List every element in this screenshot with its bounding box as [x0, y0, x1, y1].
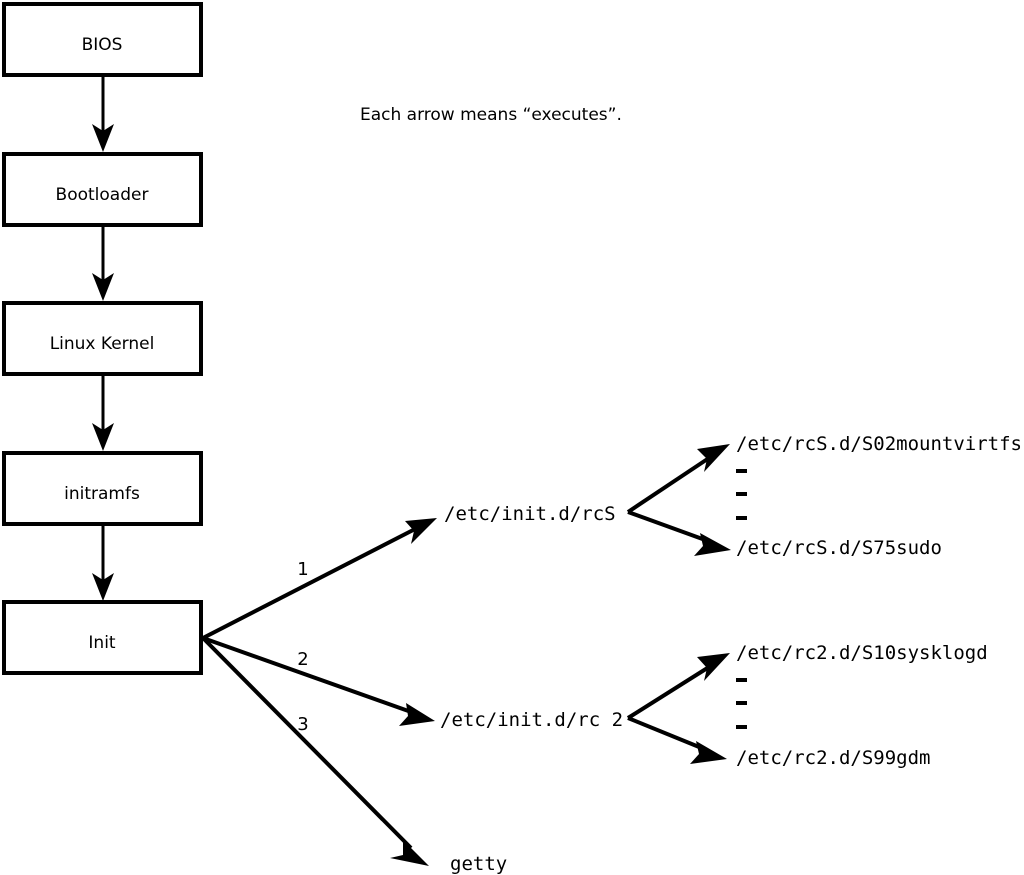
node-kernel-rect [2, 301, 203, 376]
node-kernel-label: Linux Kernel [50, 334, 155, 354]
rc2-arrow-last [627, 716, 727, 764]
label-rc2-last-script[interactable]: /etc/rc2.d/S99gdm [736, 747, 930, 769]
label-rcs-first-script[interactable]: /etc/rcS.d/S02mountvirtfs [736, 433, 1022, 455]
branch-2-number: 2 [297, 649, 308, 670]
arrow-bios-to-bootloader [92, 76, 114, 152]
branch-2-arrow [202, 636, 435, 726]
node-init[interactable]: Init [2, 600, 203, 675]
rcs-ellipsis-dash-1 [736, 469, 747, 473]
rc2-ellipsis-dash-1 [736, 678, 747, 682]
arrow-bootloader-to-kernel [92, 226, 114, 301]
node-kernel[interactable]: Linux Kernel [2, 301, 203, 376]
rc2-ellipsis-dash-3 [736, 725, 747, 729]
rc2-ellipsis-dash-2 [736, 701, 747, 705]
node-bootloader[interactable]: Bootloader [2, 152, 203, 227]
node-init-label: Init [88, 633, 116, 653]
node-bios-label: BIOS [82, 35, 123, 55]
init-branch-group: 1 2 3 [201, 518, 437, 866]
node-initramfs-rect [2, 451, 203, 526]
rcs-arrow-first [626, 444, 730, 514]
rc2-ellipsis [736, 678, 747, 729]
label-init-d-rcs[interactable]: /etc/init.d/rcS [444, 503, 616, 525]
node-bios[interactable]: BIOS [2, 2, 203, 77]
node-bootloader-rect [2, 152, 203, 227]
boot-chain-group: BIOS Bootloader Linux Kernel initramfs I… [2, 2, 203, 675]
branch-3-number: 3 [297, 714, 308, 735]
label-rc2-first-script[interactable]: /etc/rc2.d/S10sysklogd [736, 642, 988, 664]
chain-arrows-group [92, 76, 114, 601]
rcs-scripts-group: /etc/rcS.d/S02mountvirtfs /etc/rcS.d/S75… [626, 433, 1022, 559]
arrow-kernel-to-initramfs [92, 375, 114, 451]
label-getty[interactable]: getty [450, 853, 507, 875]
node-bios-rect [2, 2, 203, 77]
branch-1-number: 1 [297, 559, 308, 580]
rc2-arrow-first [626, 653, 730, 720]
rc2-scripts-group: /etc/rc2.d/S10sysklogd /etc/rc2.d/S99gdm [626, 642, 988, 769]
node-initramfs-label: initramfs [64, 484, 140, 504]
branch-1-arrow [202, 518, 437, 640]
init-branch-targets: /etc/init.d/rcS /etc/init.d/rc 2 getty [440, 503, 623, 875]
node-initramfs[interactable]: initramfs [2, 451, 203, 526]
label-init-d-rc2[interactable]: /etc/init.d/rc 2 [440, 709, 623, 731]
label-rcs-last-script[interactable]: /etc/rcS.d/S75sudo [736, 537, 942, 559]
node-bootloader-label: Bootloader [56, 185, 149, 205]
rcs-ellipsis-dash-3 [736, 516, 747, 520]
rcs-ellipsis-dash-2 [736, 492, 747, 496]
diagram-caption: Each arrow means “executes”. [360, 105, 622, 125]
rcs-ellipsis [736, 469, 747, 520]
arrow-initramfs-to-init [92, 525, 114, 601]
node-init-rect [2, 600, 203, 675]
rcs-arrow-last [627, 510, 731, 556]
branch-3-arrow [201, 636, 429, 866]
